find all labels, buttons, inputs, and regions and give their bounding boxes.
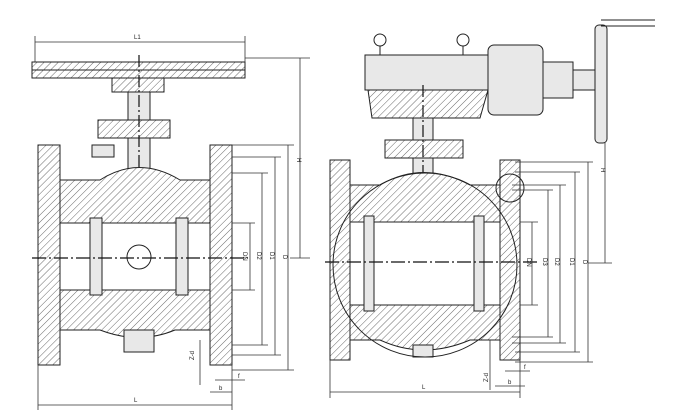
gear-handwheel [594,24,608,144]
label-H: H [295,158,301,162]
label-D1: D1 [268,252,274,260]
label-D2: D2 [255,252,261,260]
label-b: b [508,380,512,386]
left-valve [31,36,310,410]
label-Z-d: Z-d [484,373,490,382]
label-DN: DN [241,252,247,261]
label-L: L [134,398,138,404]
label-L: L [422,385,426,391]
label-H: H [599,168,605,172]
label-D3: D3 [541,258,547,266]
label-f: f [524,365,526,371]
label-f: f [238,374,240,380]
gearbox [364,54,491,91]
label-b: b [219,386,223,392]
label-D: D [281,255,287,260]
label-L1: L1 [134,35,141,41]
right-flange [209,144,233,366]
right-dimension-labels: H DN D3 D2 D1 D Z-d f b L [422,168,605,391]
ball [332,172,518,358]
label-DN: DN [525,258,531,267]
left-flange [37,144,61,366]
label-D1: D1 [568,258,574,266]
right-valve [325,19,655,398]
left-dimension-labels: L1 H DN D2 D1 D Z-d f b L [134,35,301,404]
label-D: D [581,260,587,265]
label-Z-d: Z-d [190,351,196,360]
label-D2: D2 [553,258,559,266]
